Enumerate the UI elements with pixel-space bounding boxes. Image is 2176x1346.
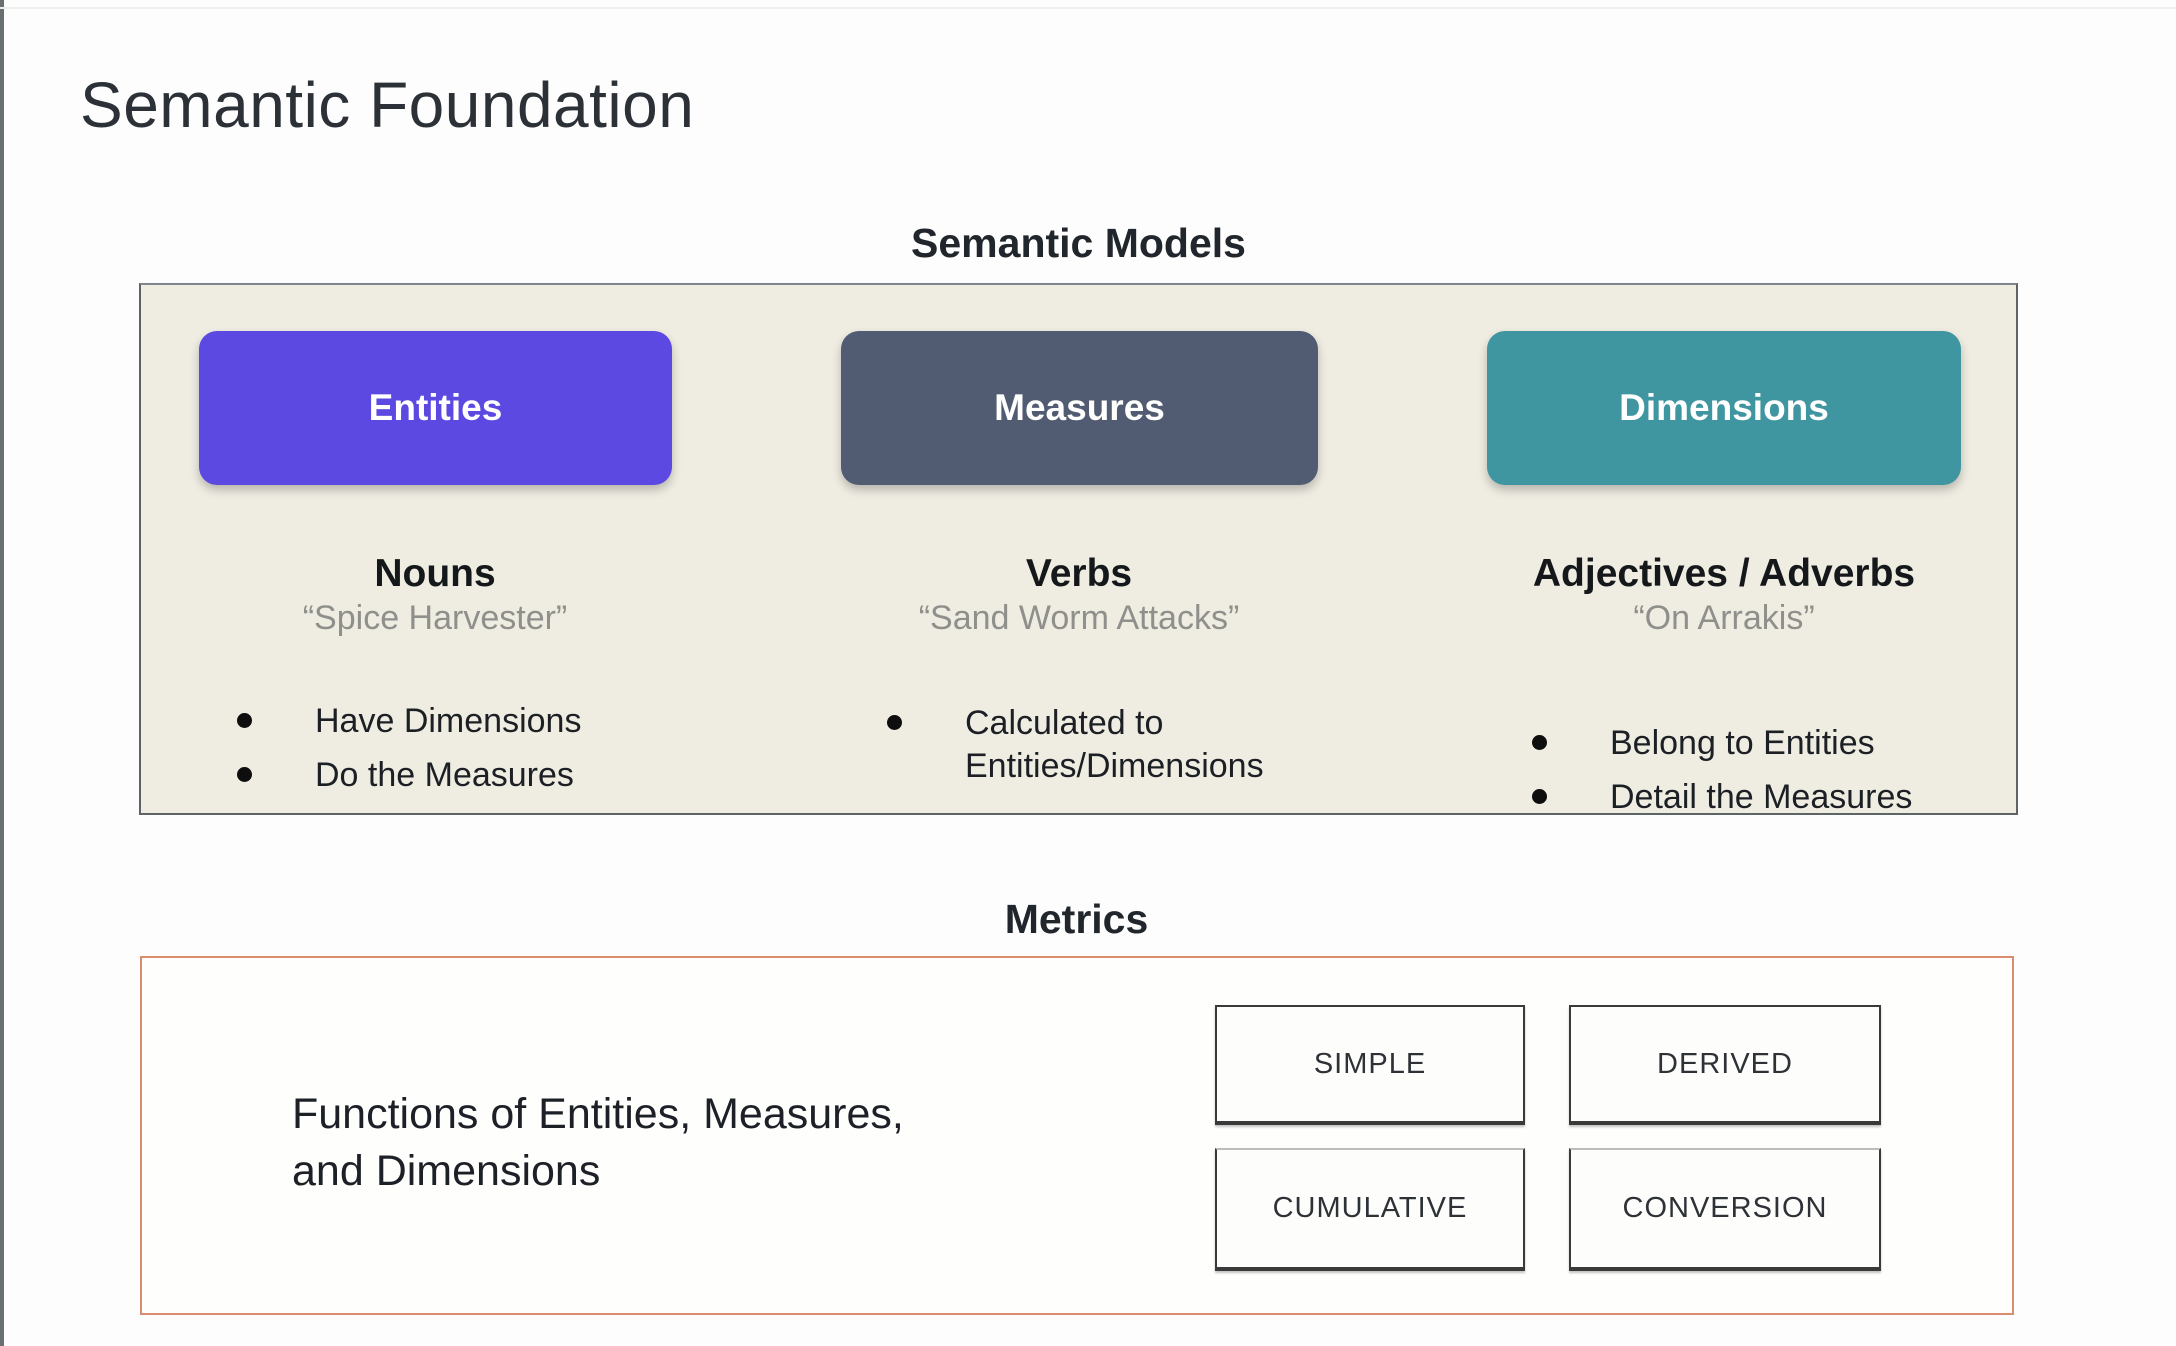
bullet-dot-icon — [1532, 735, 1547, 750]
dimensions-role: Adjectives / Adverbs — [1532, 552, 1916, 595]
dimensions-bullet-list: Belong to Entities Detail the Measures — [1530, 722, 2000, 830]
metric-type-label: SIMPLE — [1313, 1047, 1427, 1080]
bullet-item: Detail the Measures — [1530, 776, 2000, 819]
capture-top-line — [0, 7, 2176, 9]
metrics-description: Functions of Entities, Measures, and Dim… — [292, 1086, 904, 1200]
metric-type-conversion: CONVERSION — [1569, 1148, 1881, 1271]
measures-role: Verbs — [1025, 552, 1133, 595]
bullet-item: Have Dimensions — [235, 700, 695, 743]
semantic-models-heading: Semantic Models — [911, 220, 1246, 266]
bullet-dot-icon — [237, 766, 252, 782]
metrics-description-line: Functions of Entities, Measures, — [292, 1090, 904, 1138]
metric-type-cumulative: CUMULATIVE — [1215, 1148, 1525, 1271]
metric-type-simple: SIMPLE — [1215, 1005, 1525, 1125]
bullet-text: Have Dimensions — [315, 702, 582, 740]
dimensions-example: “On Arrakis” — [1633, 599, 1815, 637]
entities-example: “Spice Harvester” — [302, 599, 568, 637]
entities-card: Entities — [199, 331, 672, 485]
dimensions-column-text: Adjectives / Adverbs “On Arrakis” — [1424, 552, 2024, 638]
metric-type-label: DERIVED — [1657, 1047, 1793, 1080]
metrics-description-line: and Dimensions — [292, 1146, 601, 1195]
bullet-item: Calculated to Entities/Dimensions — [885, 702, 1315, 788]
entities-column-text: Nouns “Spice Harvester” — [135, 552, 735, 638]
measures-example: “Sand Worm Attacks” — [918, 599, 1240, 637]
bullet-item: Belong to Entities — [1530, 722, 2000, 765]
bullet-dot-icon — [1532, 788, 1547, 804]
bullet-dot-icon — [237, 713, 252, 728]
metric-type-derived: DERIVED — [1569, 1005, 1881, 1125]
measures-card: Measures — [841, 331, 1318, 485]
bullet-text: Belong to Entities — [1610, 724, 1875, 762]
metric-type-label: CUMULATIVE — [1272, 1192, 1468, 1224]
measures-column-text: Verbs “Sand Worm Attacks” — [779, 552, 1379, 638]
bullet-dot-icon — [887, 715, 902, 730]
entities-bullet-list: Have Dimensions Do the Measures — [235, 700, 695, 808]
bullet-text: Detail the Measures — [1610, 777, 1913, 816]
capture-left-edge — [0, 0, 4, 1346]
measures-bullet-list: Calculated to Entities/Dimensions — [885, 702, 1315, 799]
measures-card-label: Measures — [994, 387, 1165, 428]
entities-card-label: Entities — [368, 387, 503, 428]
entities-role: Nouns — [374, 552, 496, 595]
metric-type-label: CONVERSION — [1622, 1192, 1828, 1224]
dimensions-card: Dimensions — [1487, 331, 1961, 485]
dimensions-card-label: Dimensions — [1619, 387, 1829, 428]
slide-title: Semantic Foundation — [80, 69, 695, 141]
bullet-item: Do the Measures — [235, 754, 695, 797]
bullet-text: Calculated to Entities/Dimensions — [965, 704, 1264, 785]
bullet-text: Do the Measures — [315, 755, 574, 794]
metrics-heading: Metrics — [1004, 896, 1149, 942]
